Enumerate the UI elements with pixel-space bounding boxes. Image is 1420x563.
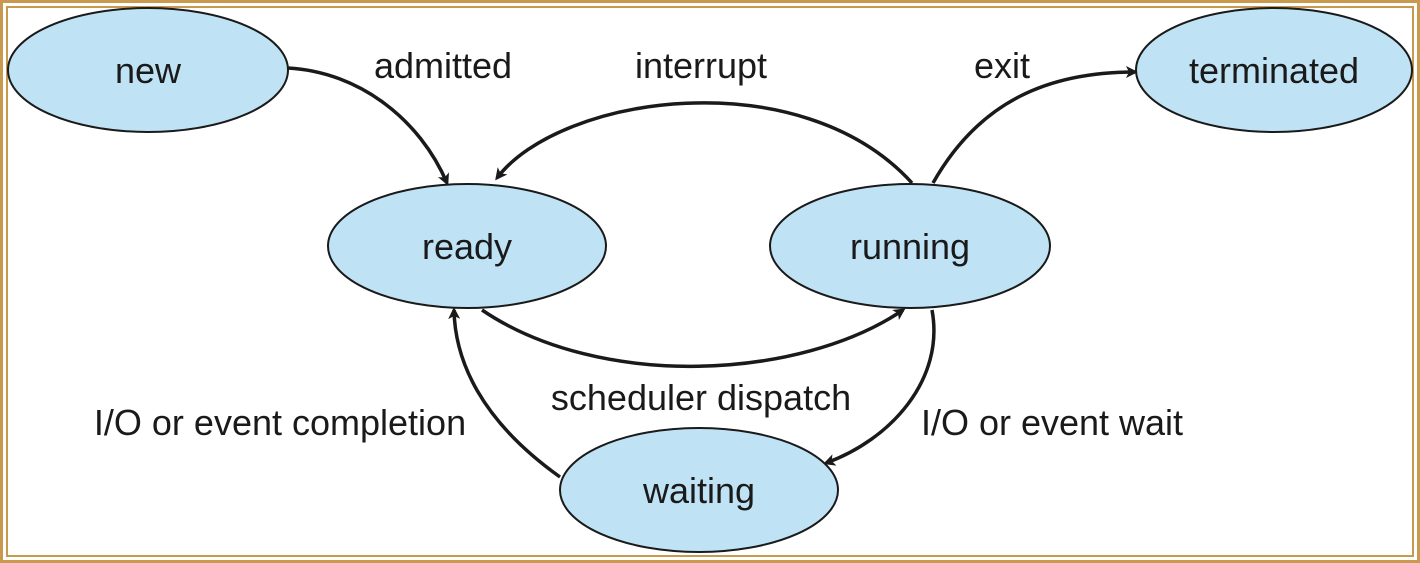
state-new: new (7, 7, 289, 133)
edge-io-event-wait (823, 309, 936, 466)
edge-io-event-completion (448, 307, 562, 479)
state-ready-label: ready (422, 226, 512, 267)
state-waiting: waiting (559, 427, 839, 553)
state-terminated-label: terminated (1189, 50, 1359, 91)
state-running: running (769, 183, 1051, 309)
edge-admitted (287, 66, 449, 186)
label-io-event-wait: I/O or event wait (921, 402, 1183, 443)
state-terminated: terminated (1135, 7, 1413, 133)
state-new-label: new (115, 50, 182, 91)
state-running-label: running (850, 226, 970, 267)
edge-interrupt (495, 101, 914, 185)
edge-exit (931, 66, 1138, 184)
label-admitted: admitted (374, 45, 512, 86)
label-scheduler-dispatch: scheduler dispatch (551, 377, 851, 418)
label-interrupt: interrupt (635, 45, 767, 86)
state-ready: ready (327, 183, 607, 309)
state-waiting-label: waiting (642, 470, 755, 511)
frame-border-inner (6, 6, 1414, 557)
label-io-event-completion: I/O or event completion (94, 402, 466, 443)
label-exit: exit (974, 45, 1030, 86)
edge-scheduler-dispatch (481, 308, 906, 368)
